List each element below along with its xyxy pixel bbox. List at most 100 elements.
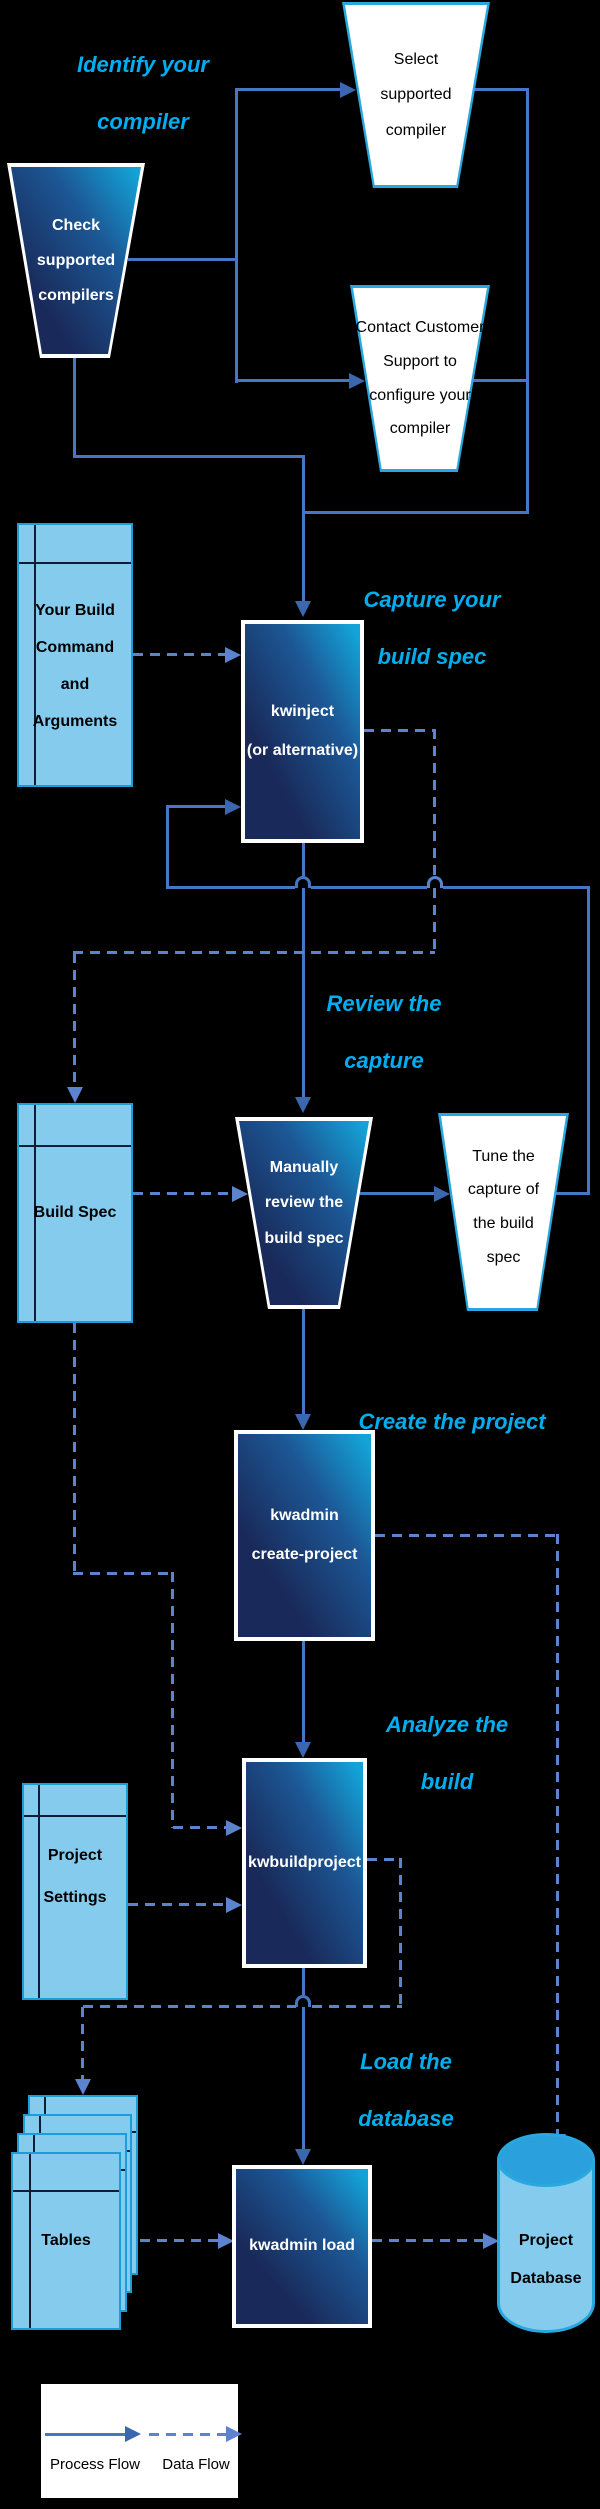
label-line: Your Build (35, 602, 115, 620)
document-header-line (13, 2190, 119, 2192)
step-label: Tune the capture of the build spec (438, 1113, 569, 1311)
process-flow-line (238, 379, 349, 382)
label-line: Select (393, 51, 439, 69)
data-flow-line (433, 729, 436, 876)
label-line: compiler (389, 420, 451, 438)
process-flow-line (166, 886, 295, 889)
legend: Process Flow Data Flow (39, 2382, 242, 2500)
data-label: Build Spec (19, 1105, 131, 1321)
process-flow-line (235, 88, 238, 383)
data-flow-line (364, 729, 435, 732)
process-flow-line (556, 1192, 590, 1195)
line-hop (295, 1995, 311, 2007)
process-flow-line (302, 888, 305, 1097)
process-flow-line (73, 455, 305, 458)
process-flow-line (128, 258, 236, 261)
heading-line: Review the (326, 991, 442, 1016)
manual-review-step: Manually review the build spec (235, 1117, 373, 1309)
label-line: the build (473, 1215, 534, 1232)
project-database: Project Database (497, 2133, 595, 2333)
data-flow-line (367, 1858, 402, 1861)
data-label: Tables (13, 2154, 119, 2328)
document-header-line (24, 1815, 126, 1817)
legend-process-flow-line (45, 2432, 125, 2436)
select-supported-compiler-step: Select supported compiler (342, 2, 490, 188)
data-flow-line (433, 888, 436, 953)
label-line: kwinject (270, 703, 335, 721)
data-flow-line (73, 951, 435, 954)
process-flow-line (302, 1309, 305, 1414)
arrowhead-icon (75, 2079, 91, 2095)
legend-data-flow-label: Data Flow (162, 2456, 230, 2473)
heading-line: database (358, 2106, 454, 2132)
label-line: (or alternative) (246, 741, 359, 759)
tables-data-front-page: Tables (11, 2152, 121, 2330)
data-label: Your Build Command and Arguments (19, 525, 131, 785)
process-flow-line (238, 88, 340, 91)
heading-line: build (420, 1769, 474, 1795)
contact-customer-support-step: Contact Customer Support to configure yo… (350, 285, 490, 472)
arrowhead-icon (483, 2233, 499, 2249)
process-flow-line (443, 886, 590, 889)
process-flow-line (360, 1192, 434, 1195)
step-label: kwadmin create-project (238, 1434, 371, 1637)
process-flow-line (302, 455, 305, 603)
data-flow-line (83, 2005, 296, 2008)
data-label: Project Database (497, 2187, 595, 2333)
arrowhead-icon (232, 1186, 248, 1202)
arrowhead-icon (295, 2149, 311, 2165)
kwadmin-load-step: kwadmin load (232, 2165, 372, 2328)
label-line: supported (380, 86, 452, 104)
label-line: Arguments (32, 712, 118, 730)
data-flow-line (133, 1192, 232, 1195)
label-line: build spec (264, 1229, 344, 1247)
legend-process-flow-label: Process Flow (49, 2456, 141, 2473)
document-margin-line (38, 1785, 40, 1998)
data-flow-line (73, 953, 76, 1089)
label-line: Tune the (472, 1147, 535, 1165)
heading-line: build spec (377, 644, 487, 670)
arrowhead-icon (226, 1820, 242, 1836)
process-flow-line (302, 2007, 305, 2149)
heading-create-project: Create the project (347, 1393, 557, 1450)
label-line: supported (36, 251, 116, 269)
process-flow-line (302, 1968, 305, 1995)
arrowhead-icon (295, 1414, 311, 1430)
data-flow-line (73, 1323, 76, 1574)
data-flow-line (140, 2239, 218, 2242)
heading-review-capture: Review the capture (309, 975, 459, 1089)
database-cylinder-top (497, 2133, 595, 2187)
label-line: kwadmin load (249, 2237, 355, 2255)
data-flow-line (81, 2007, 84, 2079)
heading-line: capture (344, 1048, 424, 1074)
legend-data-flow-line (149, 2432, 226, 2436)
check-supported-compilers-step: Check supported compilers (7, 163, 145, 358)
data-flow-line (128, 1903, 226, 1906)
process-flow-line (311, 886, 427, 889)
label-line: spec (486, 1248, 521, 1266)
heading-identify-compiler: Identify your compiler (53, 36, 233, 150)
process-flow-line (587, 886, 590, 1195)
label-line: review the (264, 1194, 344, 1212)
process-flow-line (73, 358, 76, 458)
label-line: Manually (269, 1159, 339, 1177)
label-line: Build Spec (33, 1204, 117, 1221)
arrowhead-icon (67, 1087, 83, 1103)
line-hop (295, 876, 311, 888)
process-flow-line (166, 805, 169, 889)
project-settings-data: Project Settings (22, 1783, 128, 2000)
label-line: create-project (251, 1545, 358, 1563)
label-line: Tables (41, 2232, 91, 2249)
kwinject-step: kwinject (or alternative) (241, 620, 364, 843)
label-line: kwadmin (270, 1507, 339, 1525)
label-line: kwbuildproject (248, 1853, 361, 1871)
arrowhead-icon (295, 601, 311, 617)
label-line: Check (51, 216, 101, 234)
process-flow-line (474, 88, 529, 91)
label-line: Command (35, 639, 115, 657)
arrowhead-icon (226, 2426, 242, 2442)
heading-line: Load the (360, 2049, 452, 2074)
label-line: capture of (467, 1181, 540, 1199)
build-command-data: Your Build Command and Arguments (17, 523, 133, 787)
arrowhead-icon (225, 799, 241, 815)
